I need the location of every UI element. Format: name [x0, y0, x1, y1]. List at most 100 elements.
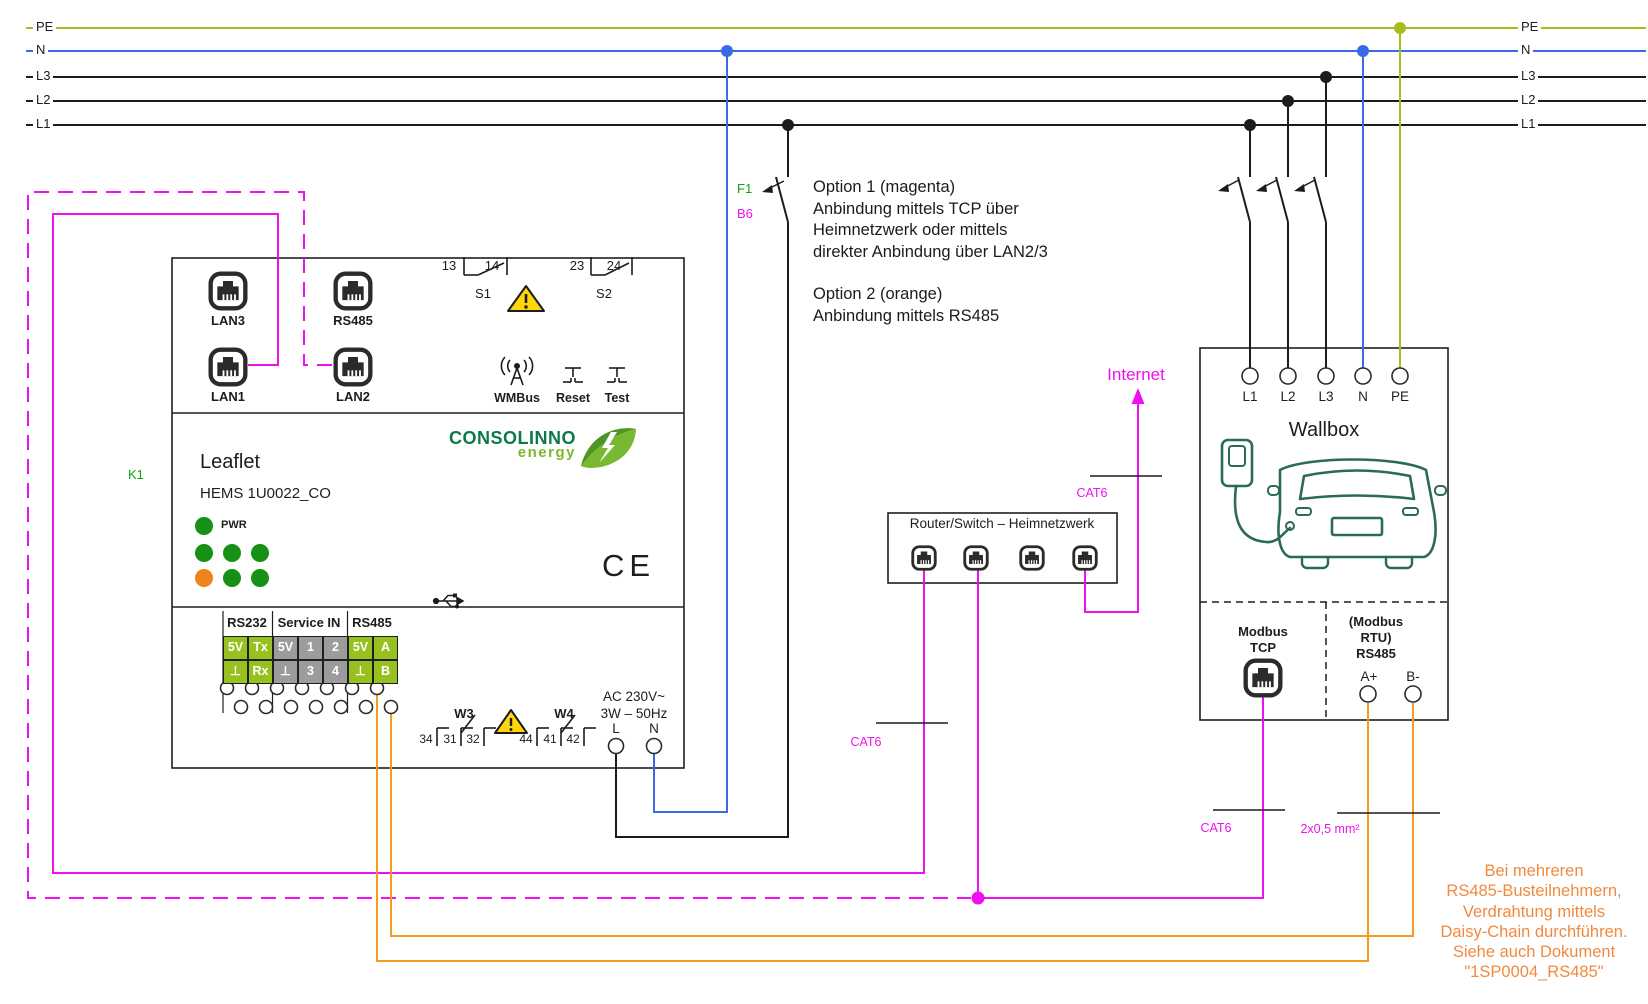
wire-router-modbustcp — [977, 560, 1264, 899]
l-terminal-label: L — [612, 721, 620, 736]
wallbox-title: Wallbox — [1288, 419, 1360, 441]
router-title: Router/Switch – Heimnetzwerk — [909, 516, 1095, 531]
cable-label-cat6: CAT6 — [1076, 486, 1108, 500]
w3-terminal: 34 — [419, 732, 433, 746]
terminal-cell: 1 — [298, 636, 323, 660]
s1-terminal-14: 14 — [484, 258, 500, 273]
leaflet-title: Leaflet — [200, 451, 261, 473]
option1-line: Anbindung mittels TCP über — [813, 199, 1019, 218]
modbus-tcp-port-icon — [1243, 658, 1283, 698]
wallbox-terminal-label: L3 — [1318, 389, 1334, 404]
cable-label-rs485-wire: 2x0,5 mm² — [1300, 822, 1360, 836]
leaflet-designator: K1 — [128, 467, 144, 482]
lan3-label: LAN3 — [211, 313, 245, 328]
option2-line: Anbindung mittels RS485 — [813, 306, 1000, 325]
lan2-label: LAN2 — [336, 389, 370, 404]
terminal-cell: 3 — [298, 660, 323, 684]
terminal-cell: 2 — [323, 636, 348, 660]
a-plus-label: A+ — [1360, 669, 1378, 684]
wire-l1-leaflet-f1 — [615, 125, 789, 838]
rail-label-n-right: N — [1518, 42, 1534, 58]
s2-terminal-23: 23 — [569, 258, 585, 273]
terminal-group-header: Service IN — [277, 615, 341, 630]
consolinno-logo: CONSOLINNO energy — [408, 428, 576, 462]
rail-label-l2-right: L2 — [1518, 92, 1539, 108]
wmbus-label: WMBus — [494, 391, 540, 405]
terminal-cell: 5V — [273, 636, 298, 660]
power-rails — [26, 27, 1646, 126]
rail-label-l3-left: L3 — [33, 68, 54, 84]
internet-label: Internet — [1107, 365, 1165, 384]
w3-terminal: 31 — [443, 732, 457, 746]
option1-line: Option 1 (magenta) — [813, 178, 956, 196]
wallbox-terminal-label: PE — [1390, 389, 1410, 404]
terminal-cell: Tx — [248, 636, 273, 660]
rail-label-l3-right: L3 — [1518, 68, 1539, 84]
n-terminal-label: N — [649, 721, 659, 736]
lan3-port-icon — [208, 271, 248, 311]
wallbox-terminal-label: N — [1358, 389, 1368, 404]
rail-label-pe-right: PE — [1518, 19, 1542, 35]
s2-label: S2 — [596, 286, 612, 301]
w4-label: W4 — [554, 706, 574, 721]
terminal-cell: ⊥ — [273, 660, 298, 684]
rs485-port-label: RS485 — [333, 313, 373, 328]
terminal-group-header: RS485 — [352, 615, 392, 630]
w4-terminal: 42 — [566, 732, 580, 746]
fuse-label: F1 — [737, 181, 753, 196]
fuse-designator: B6 — [737, 206, 753, 221]
logo-line1: CONSOLINNO — [448, 428, 576, 448]
reset-label: Reset — [555, 391, 591, 405]
option1-line: Heimnetzwerk oder mittels — [813, 221, 1008, 240]
rail-label-n-left: N — [33, 42, 49, 58]
router-port-icon — [911, 545, 937, 571]
note-line: RS485-Busteilnehmern, — [1446, 882, 1622, 901]
router-port-icon — [963, 545, 989, 571]
modbus-rtu-label: RS485 — [1356, 646, 1396, 661]
s1-label: S1 — [475, 286, 491, 301]
terminal-cell: A — [373, 636, 398, 660]
w4-terminal: 41 — [543, 732, 557, 746]
rail-label-l1-right: L1 — [1518, 116, 1539, 132]
test-button-icon — [607, 367, 627, 383]
modbus-rtu-label: (Modbus — [1348, 614, 1404, 629]
option1-line: direkter Anbindung über LAN2/3 — [813, 242, 1048, 261]
router-port-icon — [1072, 545, 1098, 571]
leaflet-model: HEMS 1U0022_CO — [200, 485, 331, 502]
option1-text: Option 1 (magenta) Anbindung mittels TCP… — [813, 177, 1048, 263]
modbus-rtu-label: RTU) — [1360, 630, 1392, 645]
s2-terminal-24: 24 — [606, 258, 622, 273]
router-port-icon — [1019, 545, 1045, 571]
terminal-group-header: RS232 — [227, 615, 267, 630]
f1-arrow-icon — [762, 180, 785, 193]
rail-label-l1-left: L1 — [33, 116, 54, 132]
lan1-port-icon — [208, 347, 248, 387]
warning-icon — [494, 709, 528, 734]
terminal-cell: ⊥ — [348, 660, 373, 684]
b-minus-label: B- — [1406, 669, 1420, 684]
note-line: Bei mehreren — [1484, 862, 1584, 880]
test-label: Test — [604, 391, 630, 405]
modbus-tcp-label: TCP — [1250, 640, 1276, 655]
reset-button-icon — [563, 367, 583, 383]
terminal-cell: 5V — [223, 636, 248, 660]
terminal-cell: ⊥ — [223, 660, 248, 684]
w3-terminal: 32 — [466, 732, 480, 746]
terminal-cell: B — [373, 660, 398, 684]
usb-icon — [432, 593, 465, 609]
wallbox-terminal-label: L1 — [1242, 389, 1258, 404]
internet-arrow-icon — [1131, 388, 1145, 404]
wmbus-antenna-icon — [500, 356, 534, 386]
leaf-logo-icon — [581, 428, 636, 468]
breaker-arrowheads — [1218, 184, 1305, 192]
power-rating-line1: AC 230V~ — [603, 689, 665, 704]
terminal-cell: 5V — [348, 636, 373, 660]
note-line: Siehe auch Dokument — [1452, 943, 1616, 962]
option2-line: Option 2 (orange) — [813, 285, 943, 303]
terminal-circles — [219, 367, 1422, 755]
option2-text: Option 2 (orange) Anbindung mittels RS48… — [813, 284, 999, 327]
w3-label: W3 — [454, 706, 474, 721]
wallbox-breakers — [1221, 77, 1327, 368]
power-rating-line2: 3W – 50Hz — [600, 706, 668, 721]
